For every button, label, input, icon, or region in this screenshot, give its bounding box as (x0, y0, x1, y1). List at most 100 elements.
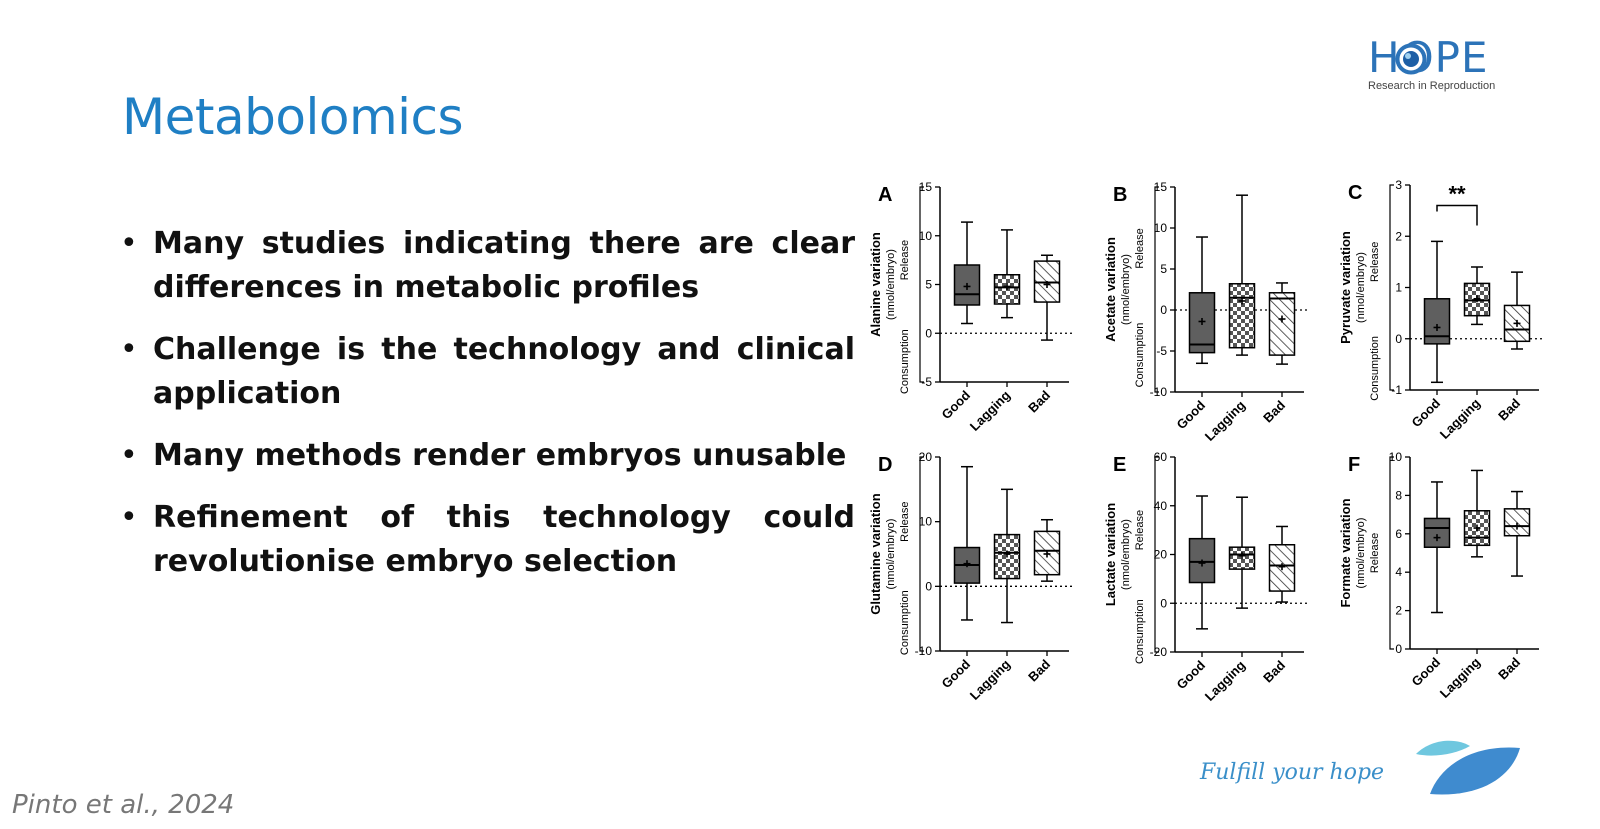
y-tick-label: 0 (1395, 332, 1402, 346)
x-tick-label: Good (1174, 397, 1209, 432)
box-good (1423, 517, 1451, 548)
x-tick-label: Lagging (967, 387, 1013, 433)
release-label: Release (1134, 510, 1146, 550)
tagline: Fulfill your hope (1200, 760, 1385, 785)
y-tick-label: 0 (1395, 642, 1402, 656)
slide-title: Metabolomics (122, 88, 464, 146)
y-tick-label: 4 (1395, 565, 1402, 579)
y-tick-label: 10 (919, 229, 933, 243)
x-tick-label: Good (939, 387, 974, 422)
range-bracket (1154, 186, 1159, 393)
consumption-label: Consumption (899, 329, 911, 394)
bullet-item: Many studies indicating there are clear … (120, 222, 855, 310)
panel-B: B Acetate variation(nmol/embryo)ReleaseCo… (1103, 180, 1308, 444)
consumption-label: Consumption (1134, 599, 1146, 664)
logo-subtitle: Research in Reproduction (1368, 80, 1496, 92)
significance-bracket (1436, 204, 1478, 226)
y-axis-label: Glutamine variation (870, 493, 883, 614)
x-tick-label: Good (1174, 657, 1209, 692)
y-axis-label: Alanine variation (870, 232, 883, 337)
consumption-label: Consumption (1134, 323, 1146, 388)
y-axis-unit: (nmol/embryo) (885, 519, 897, 590)
box-good (1188, 537, 1216, 584)
eye-icon (1395, 43, 1427, 75)
y-axis-unit: (nmol/embryo) (1355, 252, 1367, 323)
y-tick-label: 40 (1154, 499, 1168, 513)
consumption-label: Consumption (1369, 336, 1381, 401)
release-label: Release (899, 501, 911, 541)
y-tick-label: 2 (1395, 229, 1402, 243)
panel-letter: E (1113, 454, 1126, 476)
x-tick-label: Lagging (1202, 397, 1248, 443)
y-tick-label: 6 (1395, 527, 1402, 541)
panel-letter: F (1348, 454, 1360, 476)
y-tick-label: 3 (1395, 178, 1402, 192)
y-axis-unit: (nmol/embryo) (885, 249, 897, 320)
x-tick-label: Good (939, 656, 974, 691)
y-tick-label: 15 (919, 180, 933, 194)
y-tick-label: -10 (915, 644, 933, 658)
x-tick-label: Bad (1260, 657, 1288, 685)
panel-F: F Formate variation(nmol/embryo)Release 0 2… (1338, 450, 1539, 701)
y-tick-label: 20 (919, 450, 933, 464)
range-bracket (1154, 456, 1159, 653)
release-label: Release (1134, 228, 1146, 268)
y-tick-label: 0 (1160, 303, 1167, 317)
y-tick-label: 2 (1395, 604, 1402, 618)
y-axis-label: Acetate variation (1103, 237, 1118, 342)
box-lagging (1228, 283, 1256, 349)
box-bad (1268, 292, 1296, 356)
x-tick-label: Bad (1260, 397, 1288, 425)
y-tick-label: -5 (1156, 344, 1167, 358)
box-lagging (1463, 510, 1491, 547)
logo-text: HOPE (1368, 33, 1489, 82)
y-tick-label: 0 (925, 579, 932, 593)
range-bracket (1389, 184, 1394, 391)
y-tick-label: 5 (925, 278, 932, 292)
x-tick-label: Lagging (1437, 654, 1483, 700)
box-bad (1503, 508, 1531, 537)
y-tick-label: -10 (1150, 385, 1168, 399)
bullet-item: Challenge is the technology and clinical… (120, 328, 855, 416)
y-axis-unit: (nmol/embryo) (1120, 254, 1132, 325)
y-tick-label: -1 (1391, 383, 1402, 397)
y-tick-label: 10 (1154, 221, 1168, 235)
panel-letter: B (1113, 184, 1127, 206)
y-tick-label: 15 (1154, 180, 1168, 194)
y-tick-label: 0 (1160, 596, 1167, 610)
panel-letter: A (878, 184, 892, 206)
hope-logo: HOPE Research in Reproduction (1368, 36, 1510, 98)
significance-label: ** (1448, 182, 1466, 207)
consumption-label: Consumption (899, 590, 911, 655)
x-tick-label: Bad (1495, 654, 1523, 682)
bullet-item: Many methods render embryos unusable (120, 434, 855, 478)
box-bad (1033, 530, 1061, 576)
x-tick-label: Lagging (1437, 395, 1483, 441)
y-tick-label: 0 (925, 326, 932, 340)
range-bracket (919, 456, 924, 652)
x-tick-label: Lagging (1202, 657, 1248, 703)
y-tick-label: 1 (1395, 281, 1402, 295)
y-tick-label: 8 (1395, 488, 1402, 502)
bullet-item: Refinement of this technology could revo… (120, 496, 855, 584)
panel-letter: C (1348, 182, 1362, 204)
y-tick-label: -20 (1150, 645, 1168, 659)
release-label: Release (1369, 533, 1381, 573)
panel-D: D Glutamine variation(nmol/embryo)Release… (870, 450, 1073, 703)
bullet-list: Many studies indicating there are clear … (120, 222, 855, 602)
y-tick-label: -5 (921, 375, 932, 389)
y-axis-unit: (nmol/embryo) (1355, 518, 1367, 589)
leaf-logo-icon (1416, 740, 1520, 795)
range-bracket (919, 186, 924, 383)
y-tick-label: 20 (1154, 548, 1168, 562)
x-tick-label: Good (1409, 654, 1444, 689)
y-axis-label: Formate variation (1338, 498, 1353, 607)
panel-letter: D (878, 454, 892, 476)
citation: Pinto et al., 2024 (12, 790, 235, 820)
y-axis-unit: (nmol/embryo) (1120, 519, 1132, 590)
release-label: Release (1369, 242, 1381, 282)
